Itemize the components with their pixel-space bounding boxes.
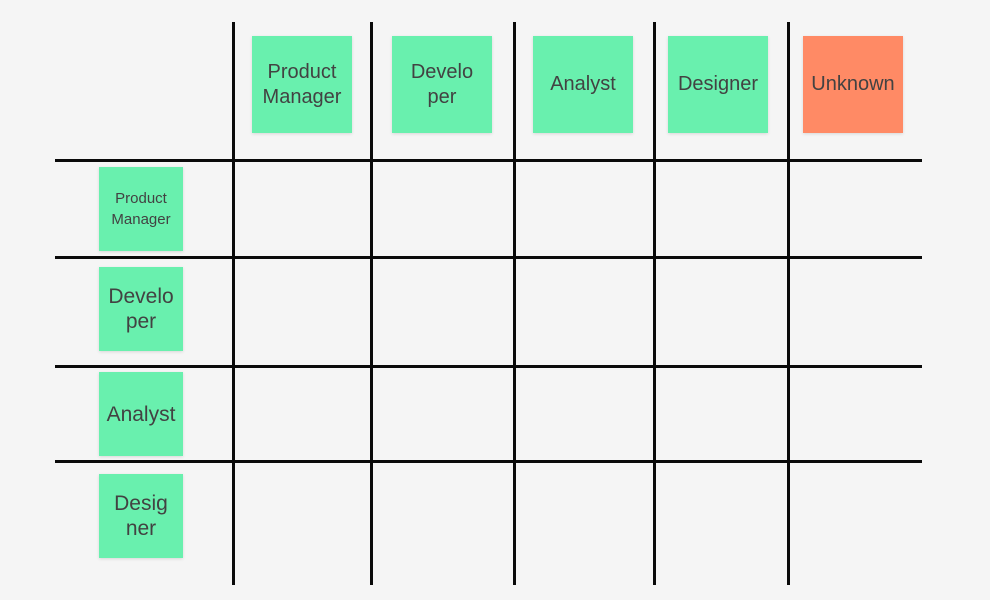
grid-line-vertical-4[interactable] — [653, 22, 656, 585]
sticky-label: Unknown — [811, 73, 895, 95]
sticky-label: Product Manager — [111, 190, 171, 228]
row-sticky-developer[interactable]: Develo per — [99, 267, 183, 351]
grid-line-vertical-2[interactable] — [370, 22, 373, 585]
grid-line-vertical-5[interactable] — [787, 22, 790, 585]
column-sticky-developer[interactable]: Develo per — [392, 36, 492, 133]
grid-line-horizontal-4[interactable] — [55, 460, 922, 463]
sticky-label: Develo per — [108, 285, 174, 333]
column-sticky-unknown[interactable]: Unknown — [803, 36, 903, 133]
sticky-label: Analyst — [550, 73, 616, 95]
sticky-label: Designer — [677, 73, 759, 95]
column-sticky-product-manager[interactable]: Product Manager — [252, 36, 352, 133]
sticky-label: Product Manager — [262, 60, 342, 108]
grid-line-vertical-3[interactable] — [513, 22, 516, 585]
row-sticky-product-manager[interactable]: Product Manager — [99, 167, 183, 251]
column-sticky-designer[interactable]: Designer — [668, 36, 768, 133]
column-sticky-analyst[interactable]: Analyst — [533, 36, 633, 133]
row-sticky-analyst[interactable]: Analyst — [99, 372, 183, 456]
grid-line-horizontal-1[interactable] — [55, 159, 922, 162]
row-sticky-designer[interactable]: Desig ner — [99, 474, 183, 558]
grid-line-vertical-1[interactable] — [232, 22, 235, 585]
sticky-label: Analyst — [106, 402, 176, 426]
sticky-label: Develo per — [410, 60, 474, 108]
sticky-label: Desig ner — [114, 492, 168, 540]
grid-line-horizontal-3[interactable] — [55, 365, 922, 368]
grid-line-horizontal-2[interactable] — [55, 256, 922, 259]
